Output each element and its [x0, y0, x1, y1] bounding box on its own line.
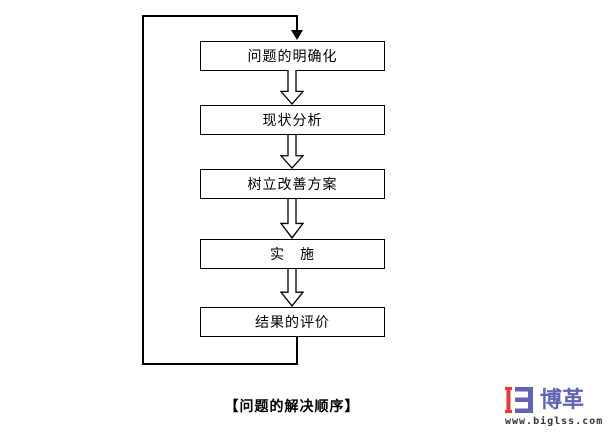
flow-box-problem-clarification: 问题的明确化	[200, 41, 385, 71]
feedback-line-entry	[296, 15, 298, 31]
down-arrowhead-icon	[291, 30, 303, 40]
biglss-watermark: 博革 www.biglss.com	[505, 386, 611, 432]
biglss-logo-icon	[505, 386, 533, 413]
block-down-arrow-icon	[280, 70, 304, 105]
diagram-caption: 【问题的解决顺序】	[224, 398, 360, 414]
logo-url-text: www.biglss.com	[505, 416, 604, 427]
flow-box-label: 现状分析	[262, 112, 323, 128]
flow-box-result-evaluation: 结果的评价	[200, 307, 385, 337]
feedback-line-bottom	[142, 363, 298, 365]
flow-box-implementation: 实 施	[200, 239, 385, 269]
flow-box-label: 结果的评价	[255, 314, 330, 330]
flow-box-label: 实 施	[270, 246, 315, 262]
block-down-arrow-icon	[280, 199, 304, 239]
logo-brand-text: 博革	[540, 387, 585, 412]
block-down-arrow-icon	[280, 135, 304, 169]
flow-box-improvement-plan: 树立改善方案	[200, 169, 385, 199]
block-down-arrow-icon	[280, 269, 304, 307]
feedback-line-top	[142, 15, 298, 17]
flow-box-label: 树立改善方案	[247, 176, 338, 192]
feedback-line-exit	[296, 337, 298, 364]
feedback-line-left	[142, 15, 144, 365]
flow-box-current-state-analysis: 现状分析	[200, 105, 385, 135]
flow-box-label: 问题的明确化	[247, 48, 338, 64]
